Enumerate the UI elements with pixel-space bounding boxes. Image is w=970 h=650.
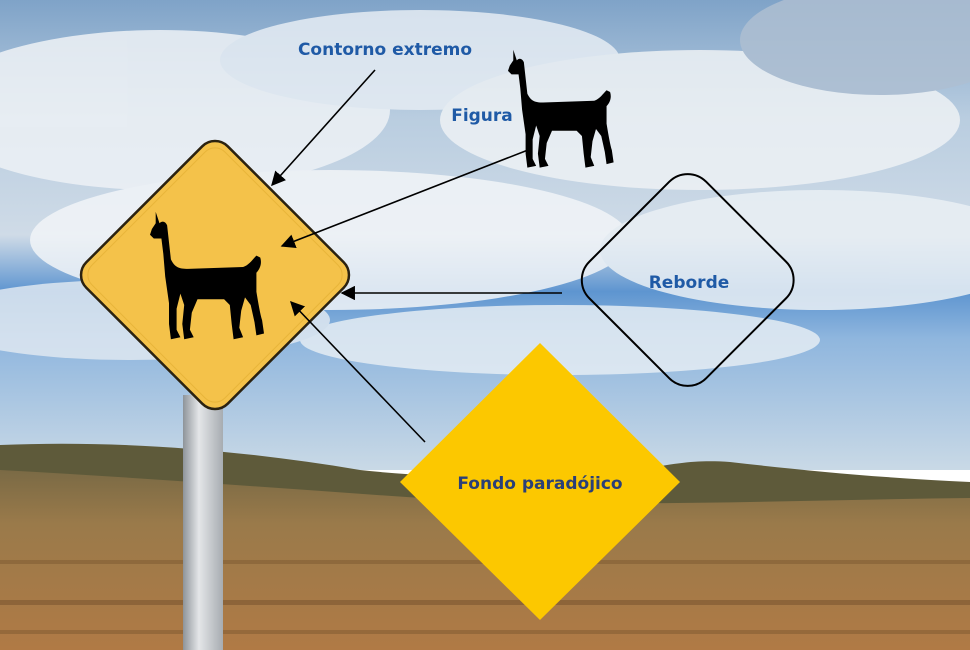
arrow-outer-contour bbox=[271, 69, 376, 187]
arrow-figure bbox=[280, 149, 529, 248]
label-outer-contour: Contorno extremo bbox=[298, 40, 472, 60]
label-rim: Reborde bbox=[649, 273, 730, 293]
llama-crossing-road-sign bbox=[79, 139, 351, 411]
label-figure: Figura bbox=[451, 106, 513, 126]
paradoxical-ground-diamond bbox=[400, 343, 680, 620]
arrow-paradoxical-ground bbox=[290, 300, 426, 443]
rim-outline-diamond bbox=[580, 173, 795, 387]
sign-post bbox=[183, 395, 223, 650]
label-paradoxical-ground: Fondo paradójico bbox=[457, 474, 622, 494]
